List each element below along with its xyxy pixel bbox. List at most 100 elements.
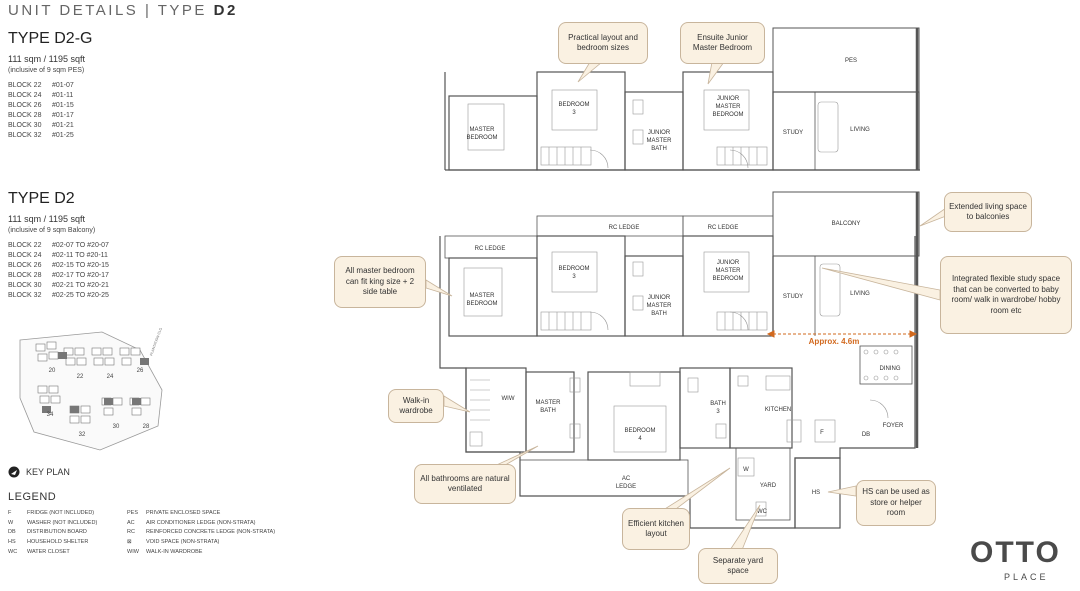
block-row: BLOCK 26#02-15 TO #20-15 [8, 261, 109, 269]
room-label: PES [845, 58, 857, 64]
room-label: 3 [572, 274, 576, 280]
dimension-label: Approx. 4.6m [809, 337, 860, 346]
room-label: FOYER [883, 423, 904, 429]
block-row: BLOCK 22#01-07 [8, 82, 74, 89]
room-label: YARD [760, 483, 777, 489]
key-plan-block-number: 22 [77, 374, 84, 380]
callout-yard: Separate yard space [698, 548, 778, 584]
room-label: DINING [880, 366, 901, 372]
key-plan-label: KEY PLAN [26, 467, 70, 477]
room-label: KITCHEN [765, 407, 791, 413]
room-label: MASTER [715, 268, 741, 274]
room-label: RC LEDGE [708, 225, 739, 231]
key-plan-block-number: 32 [79, 432, 86, 438]
legend-title: LEGEND [8, 491, 57, 503]
block-row: BLOCK 28#01-17 [8, 111, 74, 119]
block-row: BLOCK 22#02-07 TO #20-07 [8, 242, 109, 249]
room-label: AC [622, 476, 631, 482]
room-label: 3 [716, 409, 720, 415]
room-label: F [820, 430, 824, 436]
callout-practical-layout: Practical layout and bedroom sizes [558, 22, 648, 64]
key-plan-map: PLANTATION CLOSE 20 22 24 26 34 32 30 28 [19, 328, 165, 451]
type-d2-note: (inclusive of 9 sqm Balcony) [8, 227, 96, 234]
room-label: JUNIOR [648, 295, 671, 301]
callout-walk-in-wardrobe: Walk-in wardrobe [388, 389, 444, 423]
room-label: 4 [638, 436, 642, 442]
room-label: MASTER [646, 138, 672, 144]
room-label: STUDY [783, 130, 803, 136]
key-plan-block-number: 20 [49, 368, 56, 374]
type-d2g-block-list: BLOCK 22#01-07 BLOCK 24#01-11 BLOCK 26#0… [8, 81, 74, 140]
block-row: BLOCK 32#02-25 TO #20-25 [8, 291, 109, 299]
room-label: RC LEDGE [609, 225, 640, 231]
room-label: LEDGE [616, 484, 636, 490]
room-label: MASTER [646, 303, 672, 309]
room-label: HS [812, 490, 820, 496]
room-label: 3 [572, 110, 576, 116]
type-d2g-note: (inclusive of 9 sqm PES) [8, 67, 85, 74]
type-d2-block-list: BLOCK 22#02-07 TO #20-07 BLOCK 24#02-11 … [8, 241, 109, 300]
block-row: BLOCK 26#01-15 [8, 101, 74, 109]
dimension-line [766, 330, 918, 338]
block-row: BLOCK 30#02-21 TO #20-21 [8, 281, 109, 289]
room-label: LIVING [850, 127, 870, 133]
otto-logo-sub: PLACE [1004, 572, 1049, 582]
type-d2-title: TYPE D2 [8, 190, 75, 207]
page-header: UNIT DETAILS | TYPE D2 [8, 2, 238, 19]
header-type: D2 [213, 2, 238, 19]
room-label: WIW [502, 396, 515, 402]
callout-ensuite-bedroom: Ensuite Junior Master Bedroom [680, 22, 765, 64]
room-label: JUNIOR [717, 260, 740, 266]
key-plan-block-number: 30 [113, 424, 120, 430]
key-plan-block-number: 24 [107, 374, 114, 380]
block-row: BLOCK 28#02-17 TO #20-17 [8, 271, 109, 279]
room-label: RC LEDGE [475, 246, 506, 252]
room-label: BEDROOM [712, 112, 743, 118]
room-label: BEDROOM [466, 135, 497, 141]
room-label: MASTER [469, 293, 495, 299]
type-d2g-size: 111 sqm / 1195 sqft [8, 54, 86, 64]
room-label: LIVING [850, 291, 870, 297]
room-label: BALCONY [832, 221, 861, 227]
key-plan-block-number: 26 [137, 368, 144, 374]
room-label: MASTER [535, 400, 561, 406]
legend-row: ⊠VOID SPACE (NON-STRATA) [127, 539, 220, 546]
room-label: BATH [651, 146, 667, 152]
plan-type-d2 [439, 191, 920, 529]
callout-flexible-study: Integrated flexible study space that can… [940, 256, 1072, 334]
type-d2-size: 111 sqm / 1195 sqft [8, 214, 86, 224]
room-label: BEDROOM [466, 301, 497, 307]
compass-icon [8, 466, 20, 478]
room-label: STUDY [783, 294, 803, 300]
room-label: BEDROOM [558, 266, 589, 272]
room-label: BATH [710, 401, 726, 407]
block-row: BLOCK 24#01-11 [8, 91, 74, 99]
callout-kitchen: Efficient kitchen layout [622, 508, 690, 550]
room-label: DB [862, 432, 870, 438]
room-label: MASTER [469, 127, 495, 133]
room-label: W [743, 467, 749, 473]
plan-type-d2g [444, 27, 920, 171]
room-label: BEDROOM [624, 428, 655, 434]
key-plan-block-number: 34 [47, 412, 54, 418]
room-label: BEDROOM [558, 102, 589, 108]
callout-household-shelter: HS can be used as store or helper room [856, 480, 936, 526]
key-plan-block-number: 28 [143, 424, 150, 430]
block-row: BLOCK 24#02-11 TO #20-11 [8, 251, 108, 259]
callout-bathrooms: All bathrooms are natural ventilated [414, 464, 516, 504]
type-d2g-title: TYPE D2-G [8, 30, 93, 47]
callout-master-bedroom: All master bedroom can fit king size + 2… [334, 256, 426, 308]
room-label: JUNIOR [648, 130, 671, 136]
